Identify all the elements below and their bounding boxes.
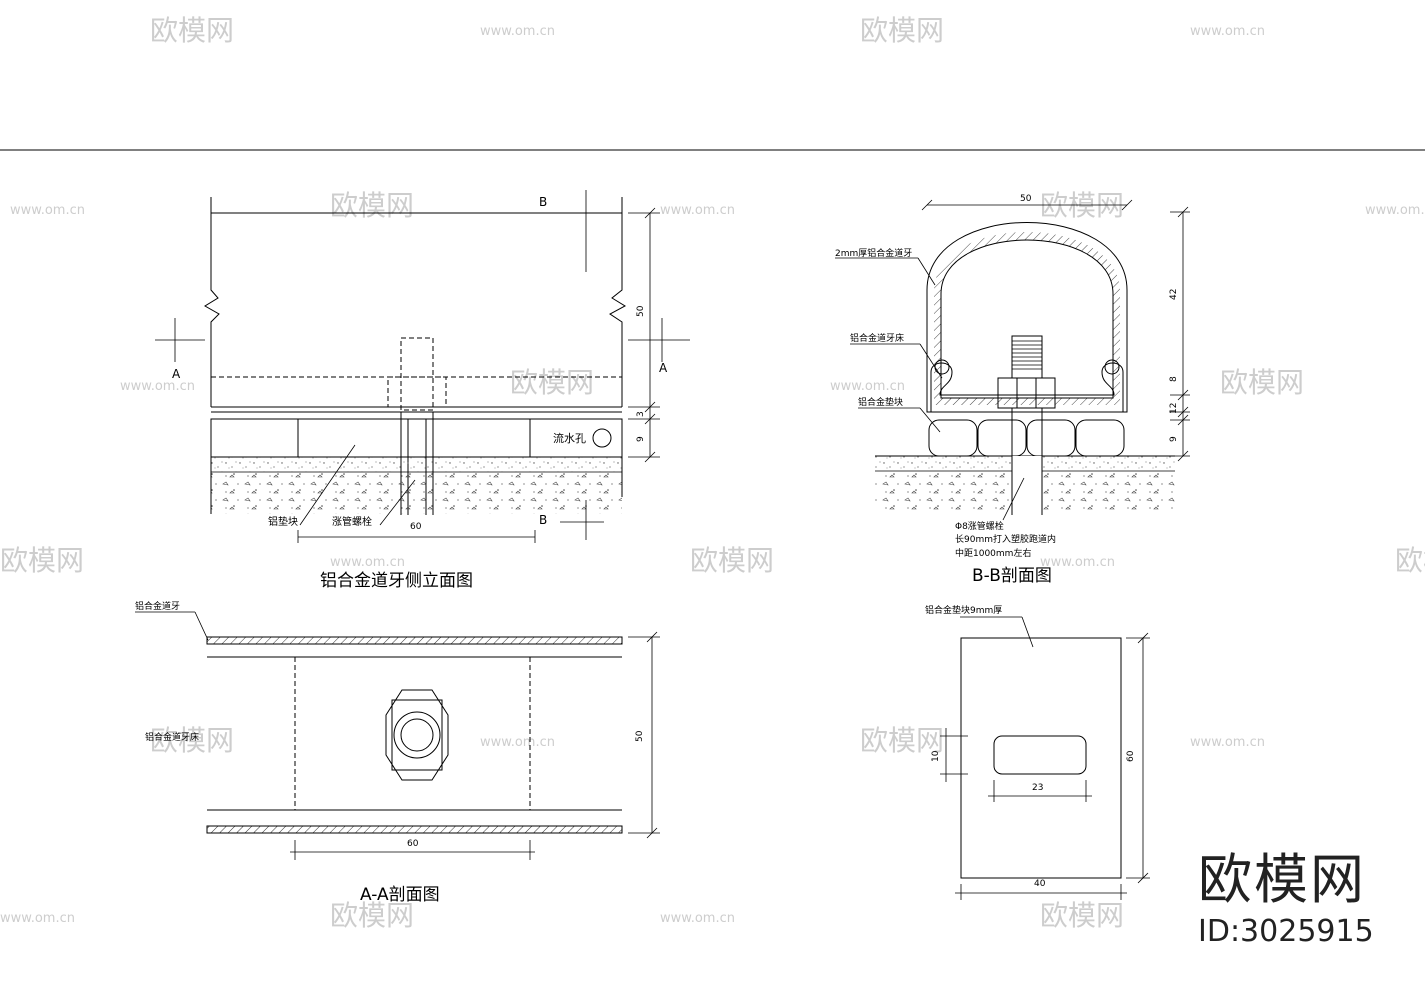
- brand-id: ID:3025915: [1198, 914, 1374, 949]
- brand-watermark: 欧模网 ID:3025915: [1198, 848, 1398, 952]
- bb-note-3: 中距1000mm左右: [955, 547, 1031, 559]
- watermark-url: www.om.cn: [830, 379, 905, 394]
- section-mark-b-top: B: [539, 195, 547, 209]
- bolt-thread: [1012, 340, 1042, 370]
- watermark-url: www.om.cn: [10, 203, 85, 218]
- side-elevation-title: 铝合金道牙侧立面图: [320, 571, 473, 591]
- watermark-layer: 欧模网 www.om.cn 欧模网 www.om.cn www.om.cn 欧模…: [0, 14, 1425, 932]
- watermark-url: www.om.cn: [1040, 555, 1115, 570]
- watermark-text: 欧模网: [150, 14, 234, 47]
- section-bb-view: 50 42 8 12 9 2mm厚铝合金道牙 铝合金道牙床 铝合金垫块 Φ8涨管…: [835, 194, 1190, 586]
- watermark-text: 欧模网: [330, 899, 414, 932]
- pad-dim-slot-w: 23: [1032, 783, 1043, 793]
- pad-dim-height: 60: [1126, 750, 1136, 762]
- section-aa-title: A-A剖面图: [360, 885, 440, 905]
- watermark-text: 欧模网: [0, 544, 84, 577]
- section-bb-title: B-B剖面图: [972, 566, 1052, 586]
- pad-label: 铝垫块: [268, 515, 298, 528]
- aa-dim-height: 50: [635, 730, 645, 742]
- watermark-text: 欧模网: [1220, 366, 1304, 399]
- bb-dim-42: 42: [1169, 289, 1179, 300]
- watermark-text: 欧模网: [860, 14, 944, 47]
- drain-hole-label: 流水孔: [553, 431, 586, 445]
- pad-detail-view: 铝合金垫块9mm厚 60 10 23 40: [925, 604, 1150, 900]
- watermark-text: 欧模网: [330, 189, 414, 222]
- pad-dim-width: 40: [1034, 879, 1046, 889]
- pad-dim-slot-h: 10: [931, 750, 941, 762]
- watermark-text: 欧模网: [690, 544, 774, 577]
- bb-dim-width: 50: [1020, 194, 1032, 204]
- watermark-url: www.om.cn: [1190, 24, 1265, 39]
- section-mark-b-bottom: B: [539, 513, 547, 527]
- bb-note-2: 长90mm打入塑胶跑道内: [955, 533, 1056, 545]
- watermark-text: 欧模网: [1040, 189, 1124, 222]
- bb-note-1: Φ8涨管螺栓: [955, 520, 1004, 532]
- watermark-url: www.om.cn: [660, 911, 735, 926]
- section-aa-view: 铝合金道牙 铝合金道牙床 50 60 A-A剖面图: [135, 600, 660, 905]
- watermark-url: www.om.cn: [120, 379, 195, 394]
- pad-detail-label: 铝合金垫块9mm厚: [925, 604, 1002, 616]
- watermark-url: www.om.cn: [480, 24, 555, 39]
- brand-name: 欧模网: [1198, 848, 1366, 911]
- watermark-url: www.om.cn: [480, 735, 555, 750]
- watermark-url: www.om.cn: [0, 911, 75, 926]
- drain-hole-icon: [592, 428, 612, 448]
- watermark-url: www.om.cn: [1365, 203, 1425, 218]
- section-mark-a-right: A: [659, 361, 668, 375]
- aa-dim-width: 60: [407, 839, 419, 849]
- dim-pad: 9: [636, 436, 646, 442]
- bolt-label: 涨管螺栓: [332, 515, 372, 528]
- aa-curb-label: 铝合金道牙: [135, 600, 180, 612]
- bb-dim-9: 9: [1169, 436, 1179, 442]
- watermark-url: www.om.cn: [660, 203, 735, 218]
- dim-top: 3: [636, 411, 646, 417]
- watermark-text: 欧模网: [1395, 544, 1425, 577]
- watermark-text: 欧模网: [860, 724, 944, 757]
- bb-dim-12: 12: [1169, 403, 1179, 414]
- side-elevation-view: 流水孔 A A B B 50 3 9 铝: [155, 190, 690, 591]
- bb-pad-label: 铝合金垫块: [858, 396, 903, 408]
- bb-curb-label: 2mm厚铝合金道牙: [835, 247, 912, 259]
- dim-width: 60: [410, 522, 422, 532]
- bb-dim-8: 8: [1169, 376, 1179, 382]
- section-mark-a-left: A: [172, 367, 181, 381]
- watermark-url: www.om.cn: [330, 555, 405, 570]
- bb-bed-label: 铝合金道牙床: [850, 332, 904, 344]
- dim-height: 50: [636, 305, 646, 317]
- watermark-url: www.om.cn: [1190, 735, 1265, 750]
- watermark-text: 欧模网: [510, 366, 594, 399]
- watermark-text: 欧模网: [150, 724, 234, 757]
- aa-bed-label: 铝合金道牙床: [145, 731, 199, 743]
- watermark-text: 欧模网: [1040, 899, 1124, 932]
